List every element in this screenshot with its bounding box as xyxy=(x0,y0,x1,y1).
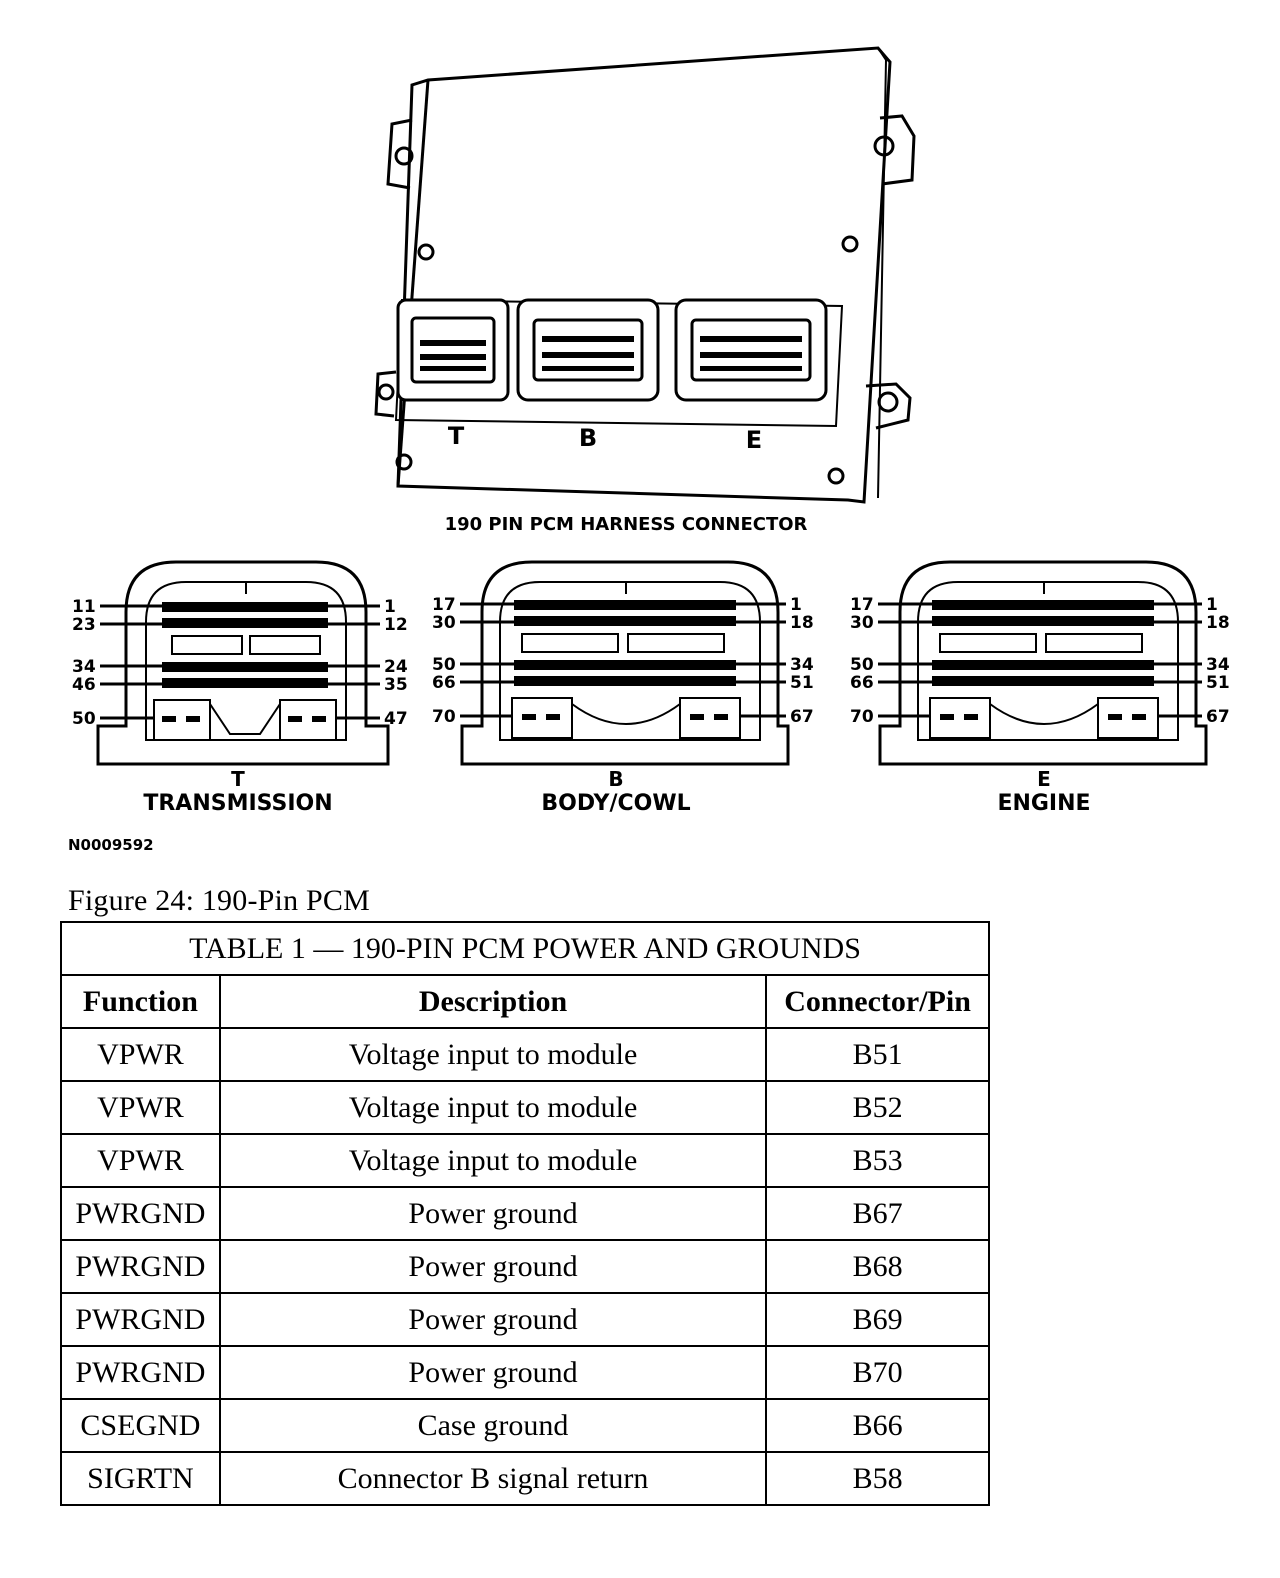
module-connector-b xyxy=(516,298,660,402)
pins-right-engine: 1 18 34 51 67 xyxy=(1206,595,1230,727)
module-letter-t: T xyxy=(448,422,465,450)
cell-function: PWRGND xyxy=(60,1345,221,1400)
pin-label: 50 xyxy=(850,655,874,675)
cell-function: PWRGND xyxy=(60,1239,221,1294)
connector-name-engine: ENGINE xyxy=(997,791,1090,816)
cell-connector-pin: B66 xyxy=(765,1398,990,1453)
cell-function: SIGRTN xyxy=(60,1451,221,1506)
module-letter-b: B xyxy=(579,424,597,452)
cell-connector-pin: B67 xyxy=(765,1186,990,1241)
pin-label: 17 xyxy=(850,595,874,615)
table-header-row: Function Description Connector/Pin xyxy=(60,974,990,1029)
harness-title: 190 PIN PCM HARNESS CONNECTOR xyxy=(445,514,808,535)
pins-left-engine: 17 30 50 66 70 xyxy=(850,595,874,727)
pin-label: 34 xyxy=(790,655,814,675)
cell-description: Voltage input to module xyxy=(218,1080,768,1135)
connector-letter-e: E xyxy=(1037,767,1051,791)
pin-label: 30 xyxy=(850,613,874,633)
pin-label: 30 xyxy=(432,613,456,633)
module-connector-t xyxy=(396,298,510,402)
cell-connector-pin: B68 xyxy=(765,1239,990,1294)
pin-label: 1 xyxy=(1206,595,1218,615)
cell-connector-pin: B70 xyxy=(765,1345,990,1400)
cell-function: VPWR xyxy=(60,1133,221,1188)
cell-function: VPWR xyxy=(60,1080,221,1135)
cell-function: VPWR xyxy=(60,1027,221,1082)
pin-label: 1 xyxy=(790,595,802,615)
pin-label: 70 xyxy=(432,707,456,727)
pins-left-body-cowl: 17 30 50 66 70 xyxy=(432,595,456,727)
connector-face-transmission xyxy=(96,560,390,766)
header-connector-pin: Connector/Pin xyxy=(765,974,990,1029)
cell-description: Power ground xyxy=(218,1292,768,1347)
connector-face-engine xyxy=(878,560,1208,766)
table-row: VPWR Voltage input to module B52 xyxy=(60,1080,990,1135)
pcm-figure: T B E 190 PIN PCM HARNESS CONNECTOR xyxy=(68,46,1230,854)
cell-connector-pin: B51 xyxy=(765,1027,990,1082)
pin-label: 66 xyxy=(432,673,456,693)
figure-caption: Figure 24: 190-Pin PCM xyxy=(68,884,370,917)
pins-left-transmission: 11 23 34 46 50 xyxy=(72,597,96,729)
connector-name-body-cowl: BODY/COWL xyxy=(541,791,690,816)
module-connector-e xyxy=(674,298,828,402)
pin-label: 18 xyxy=(790,613,814,633)
table-row: PWRGND Power ground B67 xyxy=(60,1186,990,1241)
pins-right-transmission: 1 12 24 35 47 xyxy=(384,597,408,729)
cell-function: PWRGND xyxy=(60,1292,221,1347)
connector-letter-t: T xyxy=(231,767,245,791)
connector-letter-b: B xyxy=(608,767,623,791)
pin-label: 47 xyxy=(384,709,408,729)
pin-label: 50 xyxy=(432,655,456,675)
pin-label: 17 xyxy=(432,595,456,615)
pin-label: 66 xyxy=(850,673,874,693)
pins-right-body-cowl: 1 18 34 51 67 xyxy=(790,595,814,727)
header-function: Function xyxy=(60,974,221,1029)
cell-description: Voltage input to module xyxy=(218,1133,768,1188)
header-description: Description xyxy=(218,974,768,1029)
pin-label: 11 xyxy=(72,597,96,617)
part-number: N0009592 xyxy=(68,836,154,854)
cell-function: CSEGND xyxy=(60,1398,221,1453)
cell-connector-pin: B53 xyxy=(765,1133,990,1188)
connector-name-transmission: TRANSMISSION xyxy=(143,791,332,816)
table-row: CSEGND Case ground B66 xyxy=(60,1398,990,1453)
table-title-row: TABLE 1 — 190-PIN PCM POWER AND GROUNDS xyxy=(60,921,990,976)
pin-label: 50 xyxy=(72,709,96,729)
pin-label: 51 xyxy=(1206,673,1230,693)
pin-label: 34 xyxy=(72,657,96,677)
table-row: PWRGND Power ground B68 xyxy=(60,1239,990,1294)
cell-connector-pin: B52 xyxy=(765,1080,990,1135)
table-row: SIGRTN Connector B signal return B58 xyxy=(60,1451,990,1506)
pin-label: 46 xyxy=(72,675,96,695)
pin-label: 18 xyxy=(1206,613,1230,633)
pin-label: 67 xyxy=(1206,707,1230,727)
cell-description: Power ground xyxy=(218,1186,768,1241)
cell-function: PWRGND xyxy=(60,1186,221,1241)
pin-label: 35 xyxy=(384,675,408,695)
module-letter-e: E xyxy=(746,426,762,454)
cell-description: Connector B signal return xyxy=(218,1451,768,1506)
cell-description: Power ground xyxy=(218,1239,768,1294)
power-grounds-table: TABLE 1 — 190-PIN PCM POWER AND GROUNDS … xyxy=(60,921,990,1506)
pin-label: 51 xyxy=(790,673,814,693)
cell-connector-pin: B69 xyxy=(765,1292,990,1347)
pin-label: 23 xyxy=(72,615,96,635)
table-row: VPWR Voltage input to module B51 xyxy=(60,1027,990,1082)
cell-description: Power ground xyxy=(218,1345,768,1400)
cell-description: Case ground xyxy=(218,1398,768,1453)
pin-label: 70 xyxy=(850,707,874,727)
pin-label: 12 xyxy=(384,615,408,635)
pcm-illustration: T B E 190 PIN PCM HARNESS CONNECTOR xyxy=(68,46,1230,854)
cell-description: Voltage input to module xyxy=(218,1027,768,1082)
table-title: TABLE 1 — 190-PIN PCM POWER AND GROUNDS xyxy=(60,921,990,976)
connector-face-body-cowl xyxy=(460,560,790,766)
table-row: VPWR Voltage input to module B53 xyxy=(60,1133,990,1188)
pin-label: 24 xyxy=(384,657,408,677)
pin-label: 67 xyxy=(790,707,814,727)
pin-label: 1 xyxy=(384,597,396,617)
table-row: PWRGND Power ground B69 xyxy=(60,1292,990,1347)
table-row: PWRGND Power ground B70 xyxy=(60,1345,990,1400)
pin-label: 34 xyxy=(1206,655,1230,675)
cell-connector-pin: B58 xyxy=(765,1451,990,1506)
